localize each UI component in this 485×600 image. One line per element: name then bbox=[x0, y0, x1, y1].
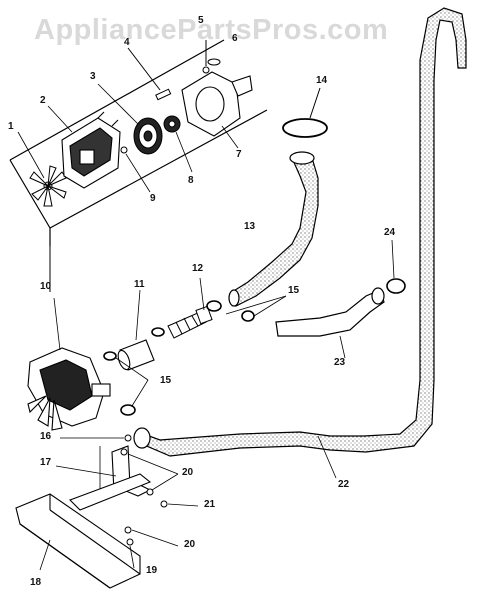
callout-5: 5 bbox=[198, 15, 204, 26]
callout-1: 1 bbox=[8, 121, 14, 132]
callout-10: 10 bbox=[40, 281, 52, 292]
hose-13 bbox=[228, 151, 319, 307]
callout-6: 6 bbox=[232, 33, 238, 44]
pump-exploded-outline bbox=[9, 39, 268, 246]
callout-13: 13 bbox=[244, 221, 256, 232]
fasteners-19-21 bbox=[120, 448, 199, 569]
callout-23: 23 bbox=[334, 357, 346, 368]
callout-8: 8 bbox=[188, 175, 194, 186]
callout-7: 7 bbox=[236, 149, 242, 160]
callout-15-lower: 15 bbox=[160, 375, 172, 386]
callout-20-lower: 20 bbox=[184, 539, 196, 550]
callout-14: 14 bbox=[316, 75, 328, 86]
pump-housing-part bbox=[181, 71, 253, 137]
motor-part bbox=[61, 111, 121, 189]
hose-clamp-14 bbox=[282, 87, 328, 138]
callout-11: 11 bbox=[134, 279, 145, 290]
exploded-leaders bbox=[17, 83, 239, 193]
screw-part bbox=[202, 40, 221, 74]
hose-23 bbox=[275, 287, 385, 359]
hose-clamps-upper bbox=[151, 295, 287, 337]
screw-16 bbox=[60, 434, 132, 442]
shaft-pin-part bbox=[127, 47, 172, 101]
callout-19: 19 bbox=[146, 565, 158, 576]
coupling-11 bbox=[117, 289, 155, 371]
callout-3: 3 bbox=[90, 71, 96, 82]
callout-9: 9 bbox=[150, 193, 156, 204]
hose-clamp-24 bbox=[386, 239, 406, 294]
hose-clamps-lower bbox=[103, 351, 149, 416]
connector-12 bbox=[167, 277, 213, 339]
callout-12: 12 bbox=[192, 263, 204, 274]
small-impeller-part bbox=[163, 115, 181, 133]
pump-assembly-10 bbox=[27, 297, 111, 431]
watermark: AppliancePartsPros.com bbox=[34, 14, 389, 46]
callout-17: 17 bbox=[40, 457, 52, 468]
callout-16: 16 bbox=[40, 431, 52, 442]
rail-18 bbox=[15, 473, 152, 589]
callout-18: 18 bbox=[30, 577, 42, 588]
fan-blade-part bbox=[29, 165, 67, 207]
callout-21: 21 bbox=[204, 499, 216, 510]
callout-15-upper: 15 bbox=[288, 285, 300, 296]
washer-part bbox=[120, 146, 128, 154]
callout-20-upper: 20 bbox=[182, 467, 194, 478]
impeller-disc-part bbox=[133, 117, 163, 155]
drain-hose-22 bbox=[133, 7, 467, 479]
callout-2: 2 bbox=[40, 95, 46, 106]
callout-24: 24 bbox=[384, 227, 396, 238]
callout-4: 4 bbox=[124, 37, 130, 48]
callout-22: 22 bbox=[338, 479, 350, 490]
